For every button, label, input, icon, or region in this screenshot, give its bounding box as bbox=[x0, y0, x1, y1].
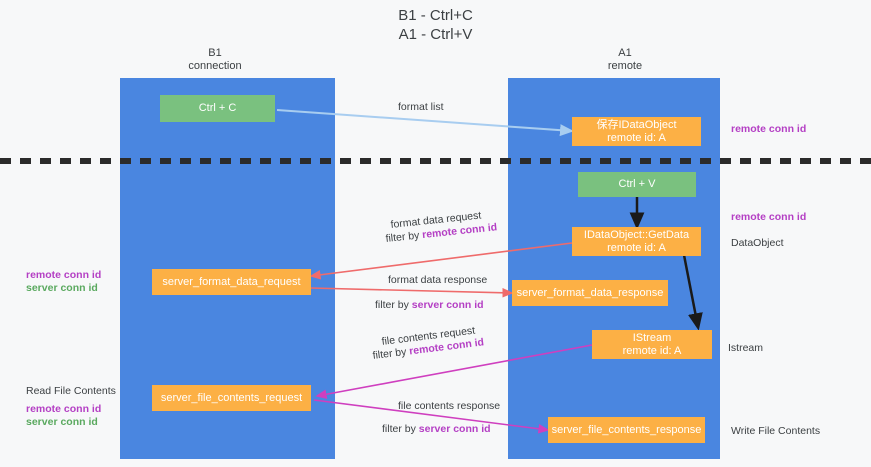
diagram-title: B1 - Ctrl+C A1 - Ctrl+V bbox=[0, 6, 871, 44]
box-server-file-contents-request-label: server_file_contents_request bbox=[160, 391, 303, 404]
box-ctrl-c[interactable]: Ctrl + C bbox=[160, 95, 275, 122]
title-line-1: B1 - Ctrl+C bbox=[398, 7, 473, 24]
annotation-left-remote-conn-id-bottom: remote conn id bbox=[26, 403, 102, 415]
column-a1-name: A1 bbox=[618, 47, 632, 59]
box-idataobject-getdata-line1: IDataObject::GetData bbox=[583, 228, 690, 241]
box-save-idataobject[interactable]: 保存IDataObject remote id: A bbox=[572, 117, 701, 146]
annotation-right-dataobject: DataObject bbox=[731, 237, 784, 249]
filter-prefix: filter by bbox=[375, 299, 412, 311]
edge-label-format-list: format list bbox=[398, 101, 444, 114]
edge-label-format-data-response-text: format data response bbox=[388, 274, 488, 286]
box-server-file-contents-response[interactable]: server_file_contents_response bbox=[548, 417, 705, 443]
box-save-idataobject-line1: 保存IDataObject bbox=[596, 118, 677, 131]
filter-prefix: filter by bbox=[382, 423, 419, 435]
box-ctrl-c-label: Ctrl + C bbox=[198, 102, 237, 114]
column-header-a1: A1 remote bbox=[565, 47, 685, 73]
title-line-2: A1 - Ctrl+V bbox=[398, 26, 473, 43]
box-ctrl-v[interactable]: Ctrl + V bbox=[578, 172, 696, 197]
filter-key-server-conn-id: server conn id bbox=[418, 423, 491, 435]
column-header-b1: B1 connection bbox=[155, 47, 275, 73]
box-ctrl-v-label: Ctrl + V bbox=[618, 178, 656, 190]
edge-label-file-contents-response-filter: filter by server conn id bbox=[382, 423, 491, 436]
box-server-format-data-request-label: server_format_data_request bbox=[162, 275, 301, 288]
column-b1-name: B1 bbox=[208, 47, 222, 59]
column-a1-role: remote bbox=[607, 60, 643, 72]
annotation-left-read-file-contents: Read File Contents bbox=[26, 385, 116, 397]
column-b1-role: connection bbox=[188, 60, 242, 72]
annotation-right-istream: Istream bbox=[728, 342, 764, 354]
box-server-file-contents-request[interactable]: server_file_contents_request bbox=[152, 385, 311, 411]
box-idataobject-getdata[interactable]: IDataObject::GetData remote id: A bbox=[572, 227, 701, 256]
box-server-file-contents-response-label: server_file_contents_response bbox=[551, 423, 702, 436]
edge-label-format-data-response-filter: filter by server conn id bbox=[375, 299, 484, 312]
box-server-format-data-response-label: server_format_data_response bbox=[516, 286, 664, 299]
annotation-left-server-conn-id-bottom: server conn id bbox=[26, 416, 98, 428]
box-save-idataobject-line2: remote id: A bbox=[607, 131, 666, 144]
filter-prefix: filter by bbox=[372, 345, 410, 362]
annotation-right-write-file-contents: Write File Contents bbox=[731, 425, 821, 437]
edge-label-format-list-text: format list bbox=[398, 101, 444, 113]
annotation-left-remote-conn-id-mid: remote conn id bbox=[26, 269, 102, 281]
box-server-format-data-response[interactable]: server_format_data_response bbox=[512, 280, 668, 306]
box-istream[interactable]: IStream remote id: A bbox=[592, 330, 712, 359]
arrow-format-data-response bbox=[310, 287, 514, 298]
annotation-right-remote-conn-id-top: remote conn id bbox=[731, 123, 807, 135]
box-istream-line1: IStream bbox=[632, 331, 672, 344]
box-istream-line2: remote id: A bbox=[622, 344, 682, 357]
annotation-left-server-conn-id-mid: server conn id bbox=[26, 282, 98, 294]
edge-label-file-contents-response-text: file contents response bbox=[398, 400, 501, 412]
filter-prefix: filter by bbox=[385, 229, 423, 245]
annotation-right-remote-conn-id-mid: remote conn id bbox=[731, 211, 807, 223]
edge-label-format-data-response: format data response bbox=[388, 274, 487, 287]
edge-label-file-contents-response: file contents response bbox=[398, 400, 500, 413]
box-idataobject-getdata-line2: remote id: A bbox=[607, 241, 666, 254]
filter-key-server-conn-id: server conn id bbox=[411, 299, 484, 311]
box-server-format-data-request[interactable]: server_format_data_request bbox=[152, 269, 311, 295]
